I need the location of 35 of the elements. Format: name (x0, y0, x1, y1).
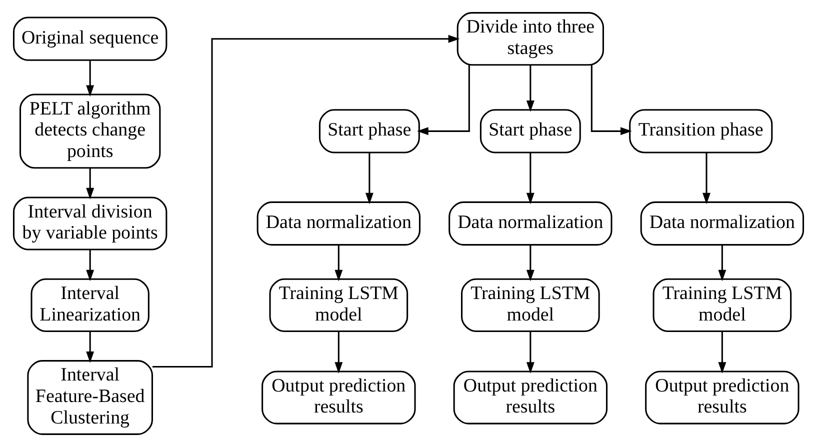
arrow (526, 244, 534, 282)
node-box: Data normalization (256, 201, 421, 246)
node-box: Original sequence (12, 16, 168, 61)
arrow (86, 168, 94, 200)
arrow (718, 244, 726, 282)
node-box: Output prediction results (262, 370, 416, 424)
arrow (526, 152, 534, 204)
node-box: Start phase (480, 109, 581, 154)
arrow (718, 331, 726, 374)
arrow (152, 34, 460, 368)
node-box: Training LSTM model (461, 278, 600, 332)
node-box: Interval Linearization (30, 278, 150, 332)
node-box: Start phase (318, 109, 420, 154)
node-box: Transition phase (629, 109, 773, 154)
arrow (526, 331, 534, 374)
node-box: Interval division by variable points (12, 196, 168, 250)
arrow (365, 152, 374, 204)
node-box: Output prediction results (645, 370, 800, 424)
arrow (590, 65, 632, 136)
arrow (702, 152, 710, 204)
arrow (526, 65, 534, 112)
node-box: Interval Feature-Based Clustering (27, 360, 153, 435)
node-box: Data normalization (640, 201, 804, 246)
arrow (86, 250, 94, 282)
arrow (334, 244, 343, 282)
arrow (86, 331, 94, 363)
node-box: Training LSTM model (269, 278, 408, 332)
node-box: Divide into three stages (456, 12, 604, 66)
node-box: Training LSTM model (652, 278, 792, 332)
arrow (86, 60, 94, 97)
arrow (416, 65, 470, 136)
arrow (334, 331, 343, 374)
node-box: Data normalization (448, 201, 612, 246)
node-box: Output prediction results (453, 370, 608, 424)
node-box: PELT algorithm detects change points (19, 94, 161, 169)
